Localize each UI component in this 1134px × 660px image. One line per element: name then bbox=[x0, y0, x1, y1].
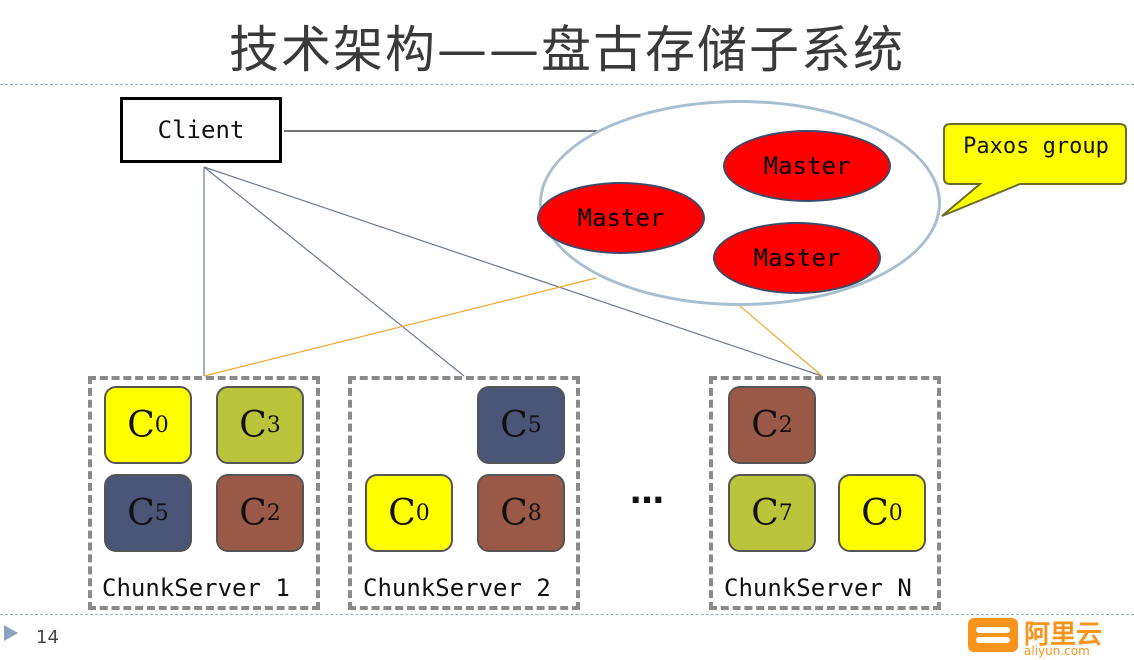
master-label: Master bbox=[763, 152, 851, 180]
master-label: Master bbox=[753, 244, 841, 272]
master-node: Master bbox=[713, 222, 881, 294]
master-node: Master bbox=[723, 130, 891, 202]
client-to-server2-link bbox=[203, 166, 465, 377]
chunk-letter: C bbox=[500, 492, 528, 534]
chunk-index: 0 bbox=[888, 500, 903, 526]
client-label: Client bbox=[157, 116, 245, 144]
chunk-letter: C bbox=[388, 492, 416, 534]
client-box: Client bbox=[120, 97, 282, 163]
chunkserver-1 bbox=[88, 376, 320, 610]
paxos-group-label: Paxos group bbox=[963, 134, 1109, 159]
chunk-letter: C bbox=[751, 492, 779, 534]
chunk-letter: C bbox=[127, 492, 155, 534]
chunk-letter: C bbox=[861, 492, 889, 534]
chunkserver-label: ChunkServer N bbox=[724, 574, 912, 602]
bottom-divider bbox=[0, 614, 1134, 615]
logo-en-text: aliyun.com bbox=[1024, 644, 1090, 658]
chunk-index: 5 bbox=[527, 412, 542, 438]
chunk-index: 3 bbox=[266, 412, 281, 438]
group-to-server1-link bbox=[203, 277, 597, 377]
paxos-callout bbox=[941, 123, 1127, 217]
chunk-index: 7 bbox=[778, 500, 793, 526]
aliyun-logo: 阿里云 aliyun.com bbox=[966, 614, 1130, 658]
master-node: Master bbox=[537, 182, 705, 254]
chunk-letter: C bbox=[500, 404, 528, 446]
more-servers-ellipsis: … bbox=[630, 472, 664, 512]
chunkserver-2 bbox=[348, 376, 580, 610]
chunkserver-label: ChunkServer 1 bbox=[102, 574, 290, 602]
logo-cn-text: 阿里云 bbox=[1024, 620, 1103, 650]
chunk-letter: C bbox=[751, 404, 779, 446]
chunk-letter: C bbox=[239, 492, 267, 534]
chunk-index: 8 bbox=[527, 500, 542, 526]
page-marker-icon bbox=[4, 625, 18, 641]
top-divider bbox=[0, 84, 1134, 85]
chunk-letter: C bbox=[239, 404, 267, 446]
group-to-serverN-link bbox=[739, 305, 823, 377]
chunk-index: 0 bbox=[154, 412, 169, 438]
aliyun-logo-icon bbox=[968, 618, 1018, 652]
master-label: Master bbox=[577, 204, 665, 232]
chunk-index: 2 bbox=[778, 412, 793, 438]
chunkserver-n bbox=[709, 376, 941, 610]
chunkserver-label: ChunkServer 2 bbox=[363, 574, 551, 602]
chunk-index: 2 bbox=[266, 500, 281, 526]
slide-title: 技术架构——盘古存储子系统 bbox=[229, 21, 905, 79]
chunk-index: 0 bbox=[415, 500, 430, 526]
client-to-serverN-link bbox=[203, 166, 823, 377]
chunk-index: 5 bbox=[154, 500, 169, 526]
chunk-letter: C bbox=[127, 404, 155, 446]
page-number: 14 bbox=[36, 627, 59, 648]
